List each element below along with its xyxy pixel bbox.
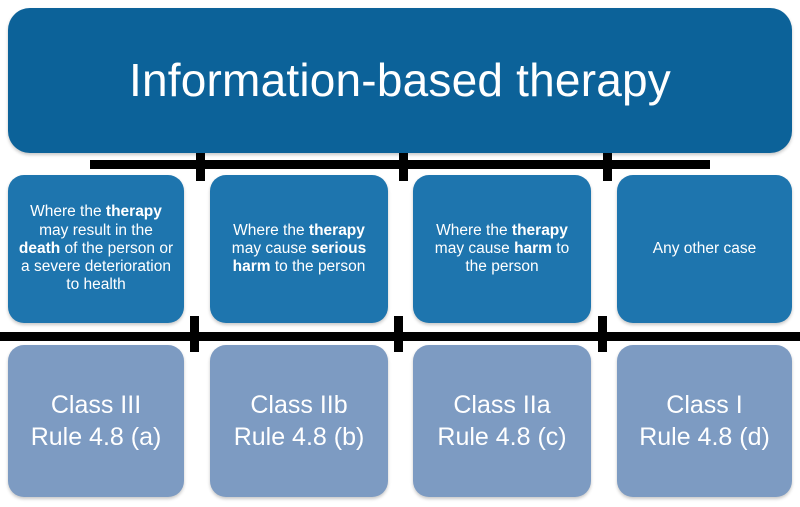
class-label-3: Class I — [666, 390, 743, 419]
rule-label-2: Rule 4.8 (c) — [437, 423, 567, 451]
criteria-text-1: Where the therapy may cause serious harm… — [231, 221, 367, 276]
class-label-1: Class IIb — [250, 390, 348, 419]
class-box-iia-text: Class IIa Rule 4.8 (c) — [437, 389, 566, 454]
class-box-i: Class I Rule 4.8 (d) — [617, 345, 792, 497]
criteria-text-2: Where the therapy may cause harm to the … — [434, 221, 570, 276]
rule-label-1: Rule 4.8 (b) — [233, 423, 365, 451]
connector-vertical-class-1 — [190, 316, 199, 352]
class-box-iib-text: Class IIb Rule 4.8 (b) — [234, 389, 365, 454]
class-box-iib: Class IIb Rule 4.8 (b) — [210, 345, 388, 497]
connector-vertical-criteria-2 — [603, 153, 612, 181]
criteria-box-death: Where the therapy may result in the deat… — [8, 175, 184, 323]
connector-vertical-class-2 — [394, 316, 403, 352]
criteria-text-0: Where the therapy may result in the deat… — [18, 203, 174, 294]
criteria-box-serious-harm: Where the therapy may cause serious harm… — [210, 175, 388, 323]
connector-vertical-criteria-1 — [399, 153, 408, 181]
class-box-iia: Class IIa Rule 4.8 (c) — [413, 345, 591, 497]
page-title: Information-based therapy — [129, 54, 671, 107]
rule-label-3: Rule 4.8 (d) — [639, 423, 770, 451]
criteria-text-3: Any other case — [652, 239, 757, 257]
diagram-title-box: Information-based therapy — [8, 8, 792, 153]
criteria-box-harm: Where the therapy may cause harm to the … — [413, 175, 591, 323]
class-label-0: Class III — [50, 390, 142, 419]
rule-label-0: Rule 4.8 (a) — [30, 423, 162, 451]
class-box-iii-text: Class III Rule 4.8 (a) — [31, 389, 162, 454]
class-box-i-text: Class I Rule 4.8 (d) — [639, 389, 770, 454]
connector-vertical-title — [196, 153, 205, 181]
criteria-box-any-other-case: Any other case — [617, 175, 792, 323]
connector-vertical-class-3 — [598, 316, 607, 352]
class-box-iii: Class III Rule 4.8 (a) — [8, 345, 184, 497]
class-label-2: Class IIa — [453, 390, 551, 419]
